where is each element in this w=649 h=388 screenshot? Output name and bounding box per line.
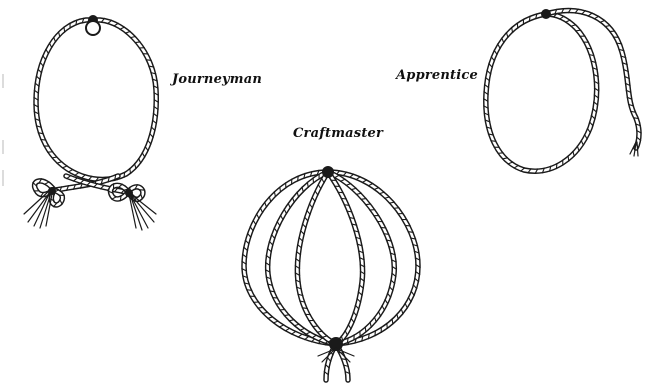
journeyman-left-bow-knot (48, 187, 56, 195)
rope-twist-mark (312, 326, 318, 327)
rope-twist-mark (556, 163, 557, 169)
rope-outline (328, 172, 363, 344)
apprentice-label: Apprentice (396, 68, 478, 83)
craftmaster-bottom-knot (329, 337, 343, 351)
rope-twist-mark (341, 198, 347, 199)
rope-twist-mark (279, 309, 285, 310)
craftmaster-top-knot (322, 166, 334, 178)
rope-fill (268, 172, 336, 344)
rope-twist-mark (64, 27, 65, 33)
craftmaster-inner-left (295, 172, 336, 344)
rope-twist-mark (124, 172, 125, 178)
rope-twist-mark (298, 175, 299, 181)
craftmaster-label: Craftmaster (293, 126, 383, 141)
rope-twist-mark (272, 298, 278, 299)
rope-outline (268, 172, 336, 344)
journeyman-loop (33, 17, 158, 182)
rope-twist-mark (405, 225, 411, 226)
journeyman-label: Journeyman (172, 72, 262, 87)
apprentice-cord (483, 8, 641, 174)
rope-twist-mark (393, 208, 399, 209)
rope-twist-mark (497, 153, 503, 154)
journeyman-left-tassel (24, 191, 52, 228)
apprentice-loop (483, 12, 599, 174)
rope-twist-mark (380, 227, 386, 228)
journeyman-top-loop (86, 21, 100, 35)
rope-twist-mark (609, 31, 615, 32)
rope-twist-mark (139, 190, 145, 191)
journeyman-right-bow-knot (125, 189, 133, 197)
journeyman-cord (24, 15, 159, 230)
rope-twist-mark (146, 60, 152, 61)
rope-twist-mark (490, 141, 496, 142)
rope-outline (297, 172, 336, 344)
rope-twist-mark (313, 177, 314, 183)
craftmaster-cord (241, 166, 420, 380)
apprentice-top-knot (541, 9, 551, 19)
rope-twist-mark (365, 204, 371, 205)
